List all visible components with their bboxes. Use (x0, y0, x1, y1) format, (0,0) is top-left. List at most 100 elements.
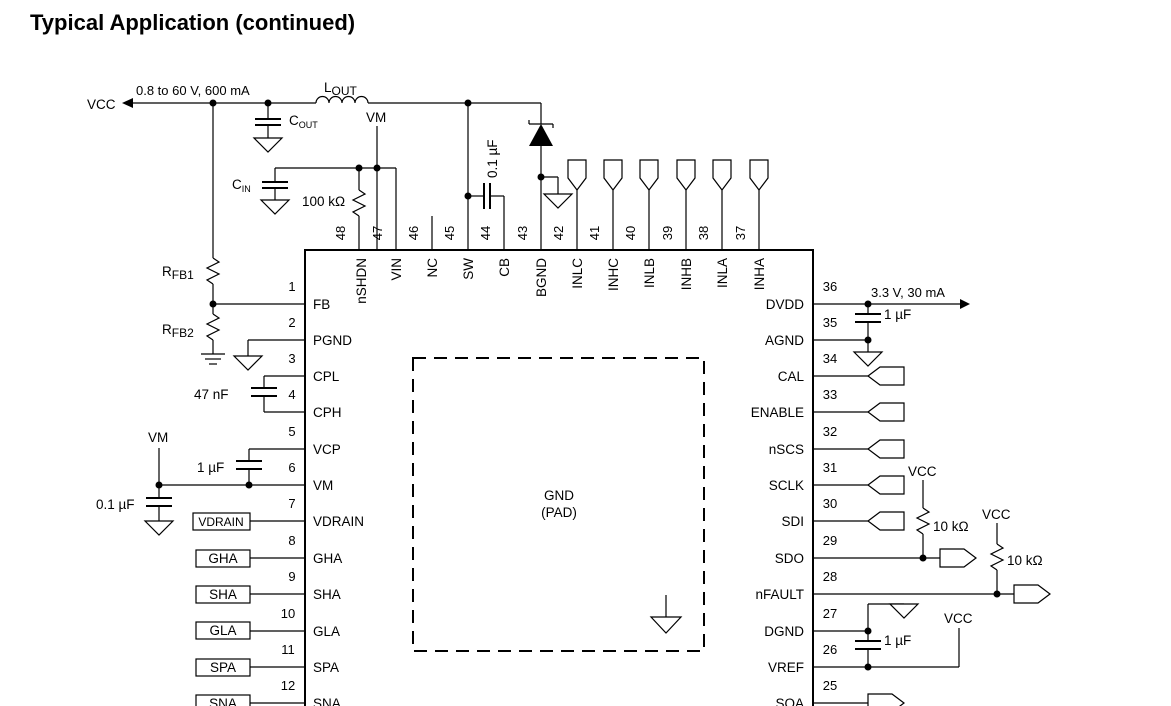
pin-number: 1 (288, 279, 295, 294)
pin-number: 12 (281, 678, 295, 693)
pin-name: CB (497, 258, 512, 277)
pad-ground-symbol (649, 595, 683, 634)
gate-box-label: SNA (209, 696, 237, 706)
pin-number: 43 (515, 226, 530, 240)
pin-number: 2 (288, 315, 295, 330)
pin-number: 34 (823, 351, 837, 366)
ic-body (304, 249, 814, 706)
pin-number: 42 (551, 226, 566, 240)
pin-number: 11 (281, 642, 295, 657)
pin-name: VIN (389, 258, 404, 281)
pin-number: 4 (288, 387, 295, 402)
pad-sublabel: (PAD) (541, 505, 577, 520)
pin-name: BGND (534, 258, 549, 297)
pin-number: 37 (733, 226, 748, 240)
pin-number: 3 (288, 351, 295, 366)
top-input-flags (567, 159, 769, 191)
pin-number: 48 (333, 226, 348, 240)
resistor-100k (351, 189, 367, 217)
pin-name: GHA (313, 551, 342, 566)
gate-box-label: GHA (208, 551, 237, 566)
vref-network (855, 603, 960, 671)
pin-name: INLA (715, 258, 730, 288)
pin-name: GLA (313, 624, 340, 639)
pin-number: 36 (823, 279, 837, 294)
pin-name: SDO (775, 551, 804, 566)
pin-name: DVDD (766, 297, 805, 312)
pin-name: PGND (313, 333, 352, 348)
left-cap-network (143, 340, 277, 536)
pin-name: SHA (313, 587, 341, 602)
r-nfault-label: 10 kΩ (1007, 553, 1043, 568)
boot-cap-label: 0.1 µF (485, 139, 500, 178)
vm-top-label: VM (366, 110, 386, 125)
pin-name: ENABLE (751, 405, 804, 420)
top-pin-stubs (395, 103, 760, 250)
rfb1-label: RFB1 (162, 264, 194, 282)
gate-box-label: SHA (209, 587, 237, 602)
resistor-nfault (989, 543, 1005, 571)
pin-name: AGND (765, 333, 804, 348)
pin-number: 40 (623, 226, 638, 240)
pin-name: CPL (313, 369, 340, 384)
pin-name: DGND (764, 624, 804, 639)
pullup-network (915, 480, 1005, 598)
resistor-rfb2 (205, 313, 221, 341)
right-pin-stubs (813, 299, 1014, 704)
pin-name: FB (313, 297, 330, 312)
cout-label: COUT (289, 113, 318, 130)
cin-label: CIN (232, 177, 251, 194)
bootstrap-network (464, 103, 574, 209)
cp-cap-label: 47 nF (194, 387, 229, 402)
pin-name: INLB (642, 258, 657, 288)
pin-name: INHA (752, 258, 767, 290)
pin-name: CAL (778, 369, 805, 384)
pin-name: SW (461, 258, 476, 280)
pin-number: 10 (281, 606, 295, 621)
pin-number: 6 (288, 460, 295, 475)
pin-name: INLC (570, 258, 585, 289)
output-spec-label: 0.8 to 60 V, 600 mA (136, 83, 250, 98)
vcc-output-label: VCC (87, 97, 116, 112)
pin-number: 32 (823, 424, 837, 439)
pin-number: 45 (442, 226, 457, 240)
left-pin-stubs (159, 303, 305, 704)
pin-name: nSHDN (354, 258, 369, 304)
vcc-vref-label: VCC (944, 611, 973, 626)
r-sdo-label: 10 kΩ (933, 519, 969, 534)
pin-name: SNA (313, 696, 341, 706)
right-interface-flags (867, 366, 1051, 706)
gate-box-label: GLA (209, 623, 236, 638)
vcp-cap-label: 1 µF (197, 460, 224, 475)
right-pin-labels: 36 DVDD 35 AGND 34 CAL 33 ENABLE 32 nSCS… (751, 279, 838, 706)
pin-name: VREF (768, 660, 804, 675)
pin-name: VDRAIN (313, 514, 364, 529)
vcc-sdo-label: VCC (908, 464, 937, 479)
pin-name: VM (313, 478, 333, 493)
pin-name: NC (425, 258, 440, 278)
pin-name: SPA (313, 660, 339, 675)
pin-number: 5 (288, 424, 295, 439)
rfb2-label: RFB2 (162, 322, 194, 340)
pin-number: 26 (823, 642, 837, 657)
pin-name: SDI (781, 514, 804, 529)
pin-name: nSCS (769, 442, 804, 457)
pin-number: 33 (823, 387, 837, 402)
dvdd-network (852, 300, 884, 367)
pin-number: 46 (406, 226, 421, 240)
inductor-lout (315, 95, 369, 104)
pin-name: INHC (606, 258, 621, 291)
pin-name: INHB (679, 258, 694, 290)
r100k-label: 100 kΩ (302, 194, 345, 209)
pin-number: 7 (288, 496, 295, 511)
pin-name: CPH (313, 405, 342, 420)
pin-name: SOA (775, 696, 804, 706)
pin-number: 30 (823, 496, 837, 511)
pin-number: 41 (587, 226, 602, 240)
pin-number: 9 (288, 569, 295, 584)
pin-number: 27 (823, 606, 837, 621)
lout-label: LOUT (324, 80, 358, 98)
dvdd-cap-label: 1 µF (884, 307, 911, 322)
pad-label: GND (544, 488, 574, 503)
